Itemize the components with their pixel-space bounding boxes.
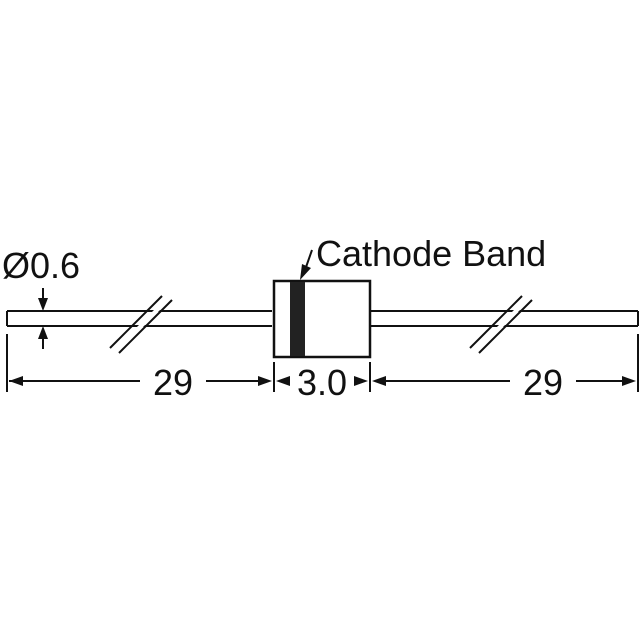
right-length-dimension-line: [372, 376, 636, 386]
cathode-band: [290, 282, 305, 356]
left-length-dimension-line: [9, 376, 272, 386]
right-break-gap: [480, 304, 526, 344]
right-break-mark: [469, 295, 533, 354]
cathode-leader: [300, 249, 313, 280]
body-length-label: 3.0: [297, 362, 347, 403]
cathode-band-label: Cathode Band: [316, 233, 546, 274]
diode-body: [272, 279, 372, 359]
extension-lines: [6, 334, 639, 392]
body-length-dimension-line: [276, 376, 368, 386]
right-lead-length-label: 29: [523, 362, 563, 403]
left-break-mark: [109, 295, 173, 354]
lead-diameter-label: Ø0.6: [2, 245, 80, 286]
left-break-gap: [120, 304, 166, 344]
left-lead-length-label: 29: [153, 362, 193, 403]
diameter-arrows: [38, 288, 48, 349]
